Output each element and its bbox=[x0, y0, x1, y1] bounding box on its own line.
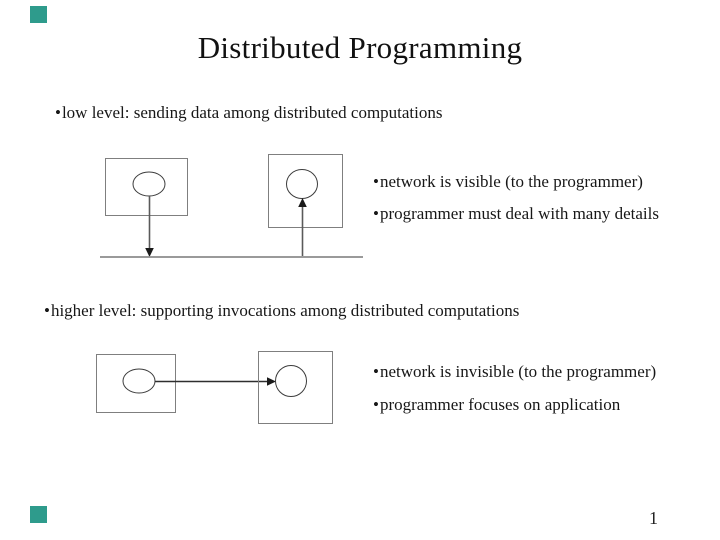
bullet-marker-icon: • bbox=[44, 301, 50, 320]
bullet-marker-icon: • bbox=[55, 103, 61, 122]
computer-box bbox=[105, 158, 188, 216]
computer-box bbox=[268, 154, 343, 228]
slide-title: Distributed Programming bbox=[197, 30, 523, 65]
page-number: 1 bbox=[649, 508, 658, 528]
send-arrowhead-down-icon bbox=[145, 248, 154, 257]
point-many-details: •programmer must deal with many details bbox=[373, 204, 659, 223]
point-focus-application: •programmer focuses on application bbox=[373, 395, 656, 414]
bullet-higher-level: •higher level: supporting invocations am… bbox=[44, 301, 519, 320]
point-text: network is visible (to the programmer) bbox=[379, 172, 643, 191]
bullet-low-level-text: low level: sending data among distribute… bbox=[61, 103, 443, 122]
template-accent-square-top bbox=[30, 6, 47, 23]
high-level-diagram bbox=[96, 351, 333, 424]
low-level-diagram bbox=[100, 154, 363, 258]
high-level-points: •network is invisible (to the programmer… bbox=[373, 362, 656, 414]
process-ellipse bbox=[286, 169, 318, 199]
low-level-points: •network is visible (to the programmer) … bbox=[373, 172, 659, 223]
point-text: network is invisible (to the programmer) bbox=[379, 362, 657, 381]
process-ellipse bbox=[122, 368, 156, 394]
bullet-marker-icon: • bbox=[373, 172, 379, 191]
bullet-low-level: •low level: sending data among distribut… bbox=[55, 103, 443, 122]
computer-box bbox=[258, 351, 333, 424]
bullet-marker-icon: • bbox=[373, 362, 379, 381]
point-text: programmer must deal with many details bbox=[379, 204, 659, 223]
bullet-marker-icon: • bbox=[373, 395, 379, 414]
point-network-invisible: •network is invisible (to the programmer… bbox=[373, 362, 656, 381]
bullet-higher-level-text: higher level: supporting invocations amo… bbox=[50, 301, 520, 320]
receive-arrowhead-up-icon bbox=[298, 198, 307, 207]
process-ellipse bbox=[132, 171, 166, 197]
process-ellipse bbox=[275, 365, 307, 397]
bullet-marker-icon: • bbox=[373, 204, 379, 223]
template-accent-square-bottom bbox=[30, 506, 47, 523]
point-network-visible: •network is visible (to the programmer) bbox=[373, 172, 659, 191]
invocation-arrowhead-right-icon bbox=[267, 377, 276, 386]
computer-box bbox=[96, 354, 176, 413]
point-text: programmer focuses on application bbox=[379, 395, 621, 414]
